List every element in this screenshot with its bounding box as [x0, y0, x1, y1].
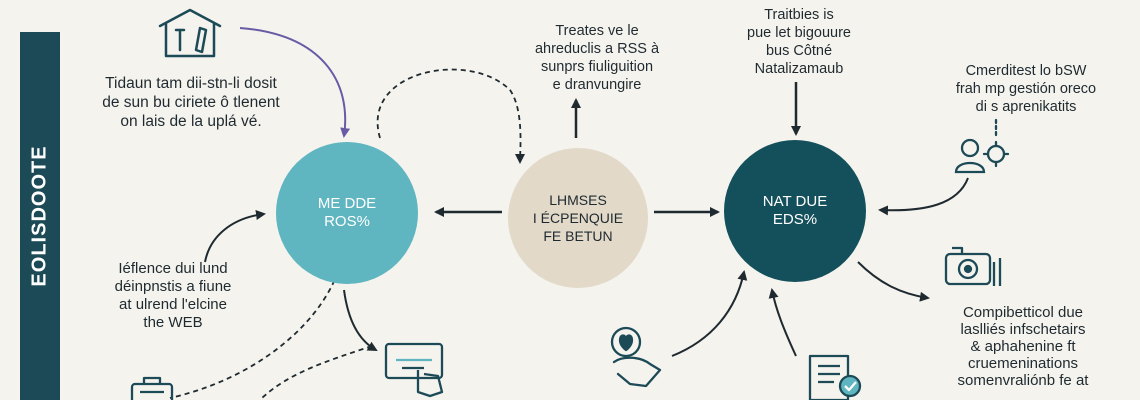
person-gear-icon [954, 118, 1010, 174]
arrow-heart-to-right-node [671, 270, 748, 357]
text-top-right: Cmerditest lo bSW frah mp gestión oreco … [955, 63, 1097, 115]
dashed-arc-left-down [169, 271, 339, 399]
heart-hand-icon [610, 326, 662, 388]
node-center-line-3: FE BETUN [543, 228, 613, 244]
text-left-mid: Iéflence dui lund déinpnstis a fiune at … [114, 260, 232, 331]
arrow-text-to-left-node [204, 210, 266, 263]
home-tools-icon [158, 8, 222, 58]
monitor-hand-icon [384, 342, 444, 398]
node-center-line-2: I ÉCPENQUIE [532, 210, 624, 226]
text-bottom-right: Compibetticol due laslliés infschetairs … [957, 304, 1089, 389]
arrow-left-node-to-monitor [343, 289, 378, 351]
node-right: NAT DUE EDS% [724, 140, 866, 282]
arrow-icon-to-left-node [239, 27, 351, 138]
node-right-line-1: NAT DUE [762, 193, 828, 210]
dashed-arc-to-monitor [261, 345, 373, 399]
text-top-right-center: Traitbies is pue let bigouure bus Côtné … [747, 7, 851, 77]
node-left-line-1: ME DDE [317, 195, 377, 212]
arrow-checklist-to-right-node [768, 288, 797, 357]
arrow-right-node-to-bottom-text [857, 261, 930, 302]
camera-tools-icon [944, 246, 1002, 286]
node-center: LHMSES I ÉCPENQUIE FE BETUN [508, 148, 648, 288]
node-left: ME DDE ROS% [276, 142, 418, 284]
node-right-line-2: EDS% [772, 211, 818, 228]
node-left-line-2: ROS% [324, 213, 370, 230]
text-top-center: Treates ve le ahreduclis a RSS à sunprs … [534, 23, 660, 93]
node-center-line-1: LHMSES [549, 192, 607, 208]
text-top-left: Tidaun tam dii-stn-li dosit de sun bu ci… [102, 75, 280, 130]
checklist-icon [808, 354, 862, 400]
sidebar-bar [20, 32, 60, 400]
briefcase-icon [130, 376, 174, 400]
dashed-arc-left-to-center [376, 68, 526, 164]
arrow-icon-to-right-node [878, 177, 969, 216]
